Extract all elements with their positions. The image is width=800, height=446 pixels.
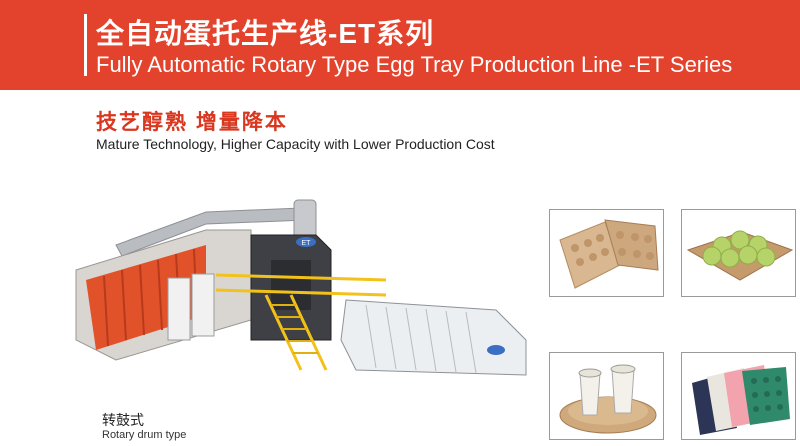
- banner-divider: [84, 14, 87, 76]
- machine-caption-chinese: 转鼓式: [102, 412, 144, 428]
- machine-caption-english: Rotary drum type: [102, 429, 187, 441]
- egg-tray-icon: [549, 209, 664, 297]
- production-line-illustration: ET: [56, 190, 546, 395]
- cup-holder-icon: [549, 352, 664, 440]
- title-chinese: 全自动蛋托生产线-ET系列: [96, 18, 435, 49]
- fruit-tray-icon: [681, 209, 796, 297]
- color-trays-icon: [681, 352, 796, 440]
- header-banner: 全自动蛋托生产线-ET系列 Fully Automatic Rotary Typ…: [0, 0, 800, 90]
- title-english: Fully Automatic Rotary Type Egg Tray Pro…: [96, 52, 733, 77]
- subtitle-chinese: 技艺醇熟 增量降本: [96, 111, 288, 134]
- subtitle-english: Mature Technology, Higher Capacity with …: [96, 136, 495, 152]
- machine-badge: ET: [302, 240, 312, 247]
